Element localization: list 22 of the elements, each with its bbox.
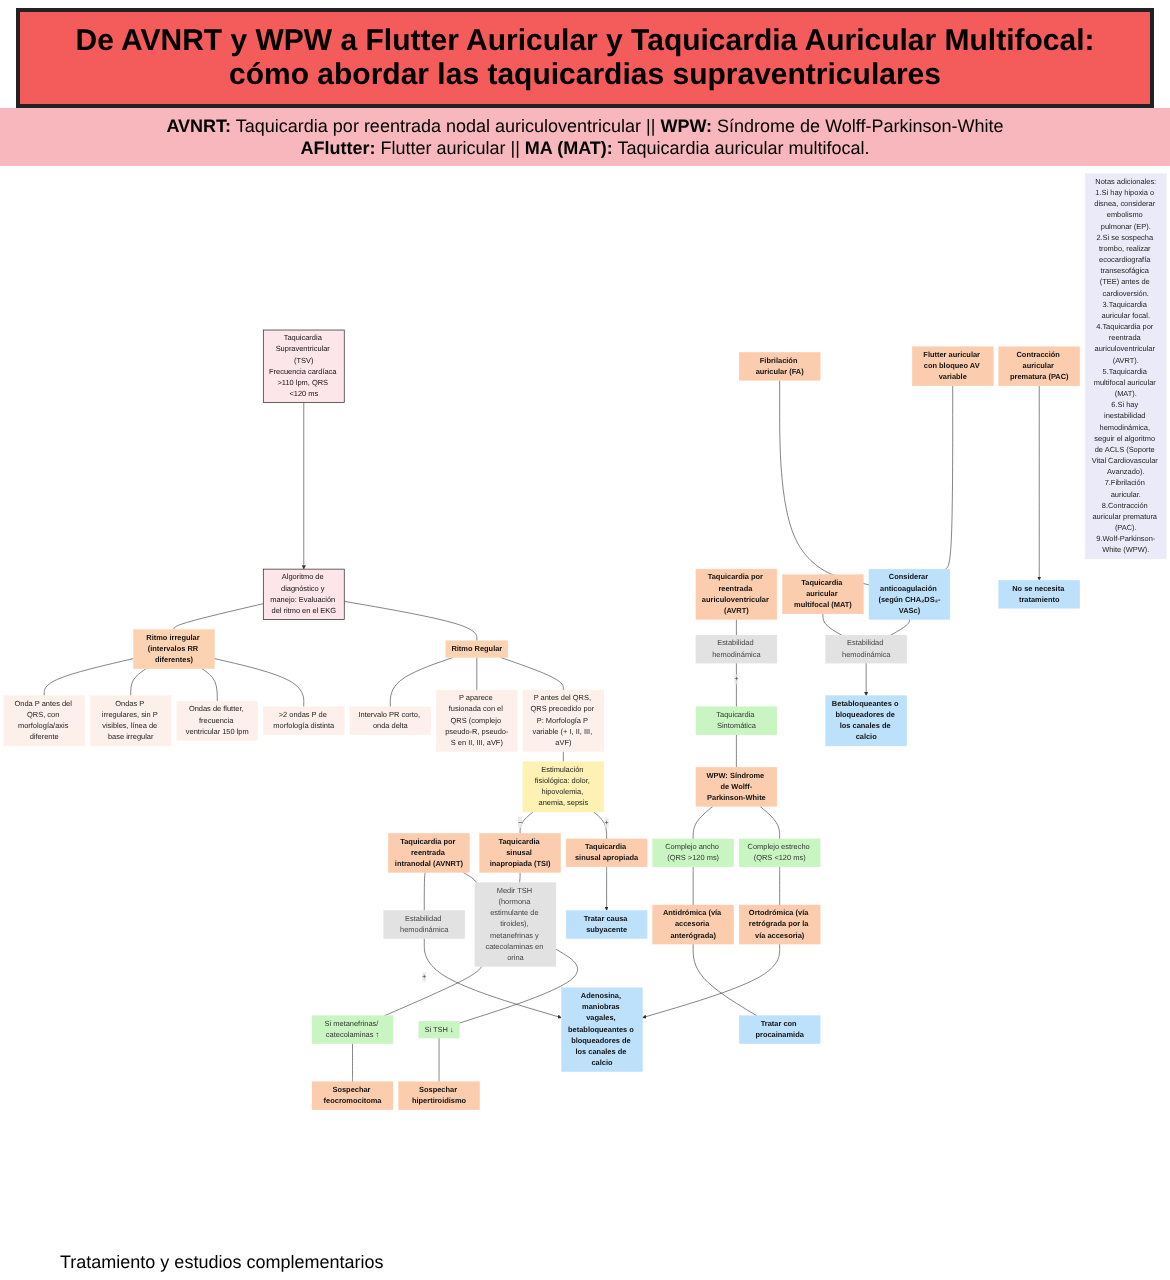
connector bbox=[458, 948, 578, 1024]
connector bbox=[692, 943, 757, 1016]
connector bbox=[343, 601, 478, 642]
connector bbox=[130, 668, 147, 696]
connector bbox=[692, 806, 714, 840]
title-banner: De AVNRT y WPW a Flutter Auricular y Taquicardia Auricular Multifocal: cómo abordar las taquicardias supraventriculares bbox=[16, 8, 1154, 108]
connector bbox=[500, 657, 564, 691]
connector bbox=[462, 872, 478, 883]
connector bbox=[759, 806, 780, 840]
connector bbox=[384, 966, 483, 1016]
connector bbox=[423, 872, 426, 911]
abbreviation-note: AVNRT: Taquicardia por reentrada nodal auriculoventricular || WPW: Síndrome de Wolff-Parkinson-White bbox=[164, 116, 1006, 136]
connector bbox=[352, 1043, 353, 1083]
bracket-note: Tratamiento y estudios complementarios bbox=[60, 1252, 386, 1272]
connector bbox=[173, 603, 264, 630]
connector bbox=[822, 613, 842, 636]
abbreviation-note: AFlutter: Flutter auricular || MA (MAT): Taquicardia auricular multifocal. bbox=[298, 138, 872, 158]
connector bbox=[43, 658, 134, 696]
connector bbox=[945, 385, 953, 570]
connector bbox=[201, 668, 218, 702]
connector bbox=[390, 657, 454, 708]
connector bbox=[214, 658, 305, 708]
